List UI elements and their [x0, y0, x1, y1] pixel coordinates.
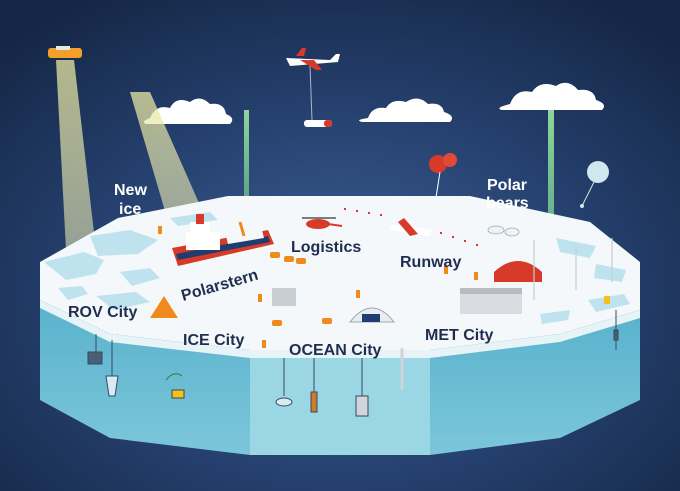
runway-markers [344, 208, 478, 246]
sensor-beam-middle [130, 92, 210, 228]
snowmobiles [270, 252, 332, 326]
clouds [143, 82, 604, 124]
runway-hangar [494, 261, 542, 282]
cloud-left [143, 98, 233, 124]
research-aircraft [286, 48, 340, 127]
ice-rim [40, 300, 640, 358]
lidar-beam-met [548, 110, 554, 300]
label-ocean-city: OCEAN City [289, 342, 382, 359]
label-polar-bears-line1: Polar [487, 177, 527, 194]
ice-city-hut [272, 288, 296, 306]
label-rov-city: ROV City [68, 304, 137, 321]
rov-city-tent [150, 296, 178, 318]
label-new-ice-line2: ice [119, 201, 141, 218]
helicopter [302, 217, 343, 229]
polarstern-ship [172, 214, 274, 266]
ocean-city-tent [348, 307, 396, 323]
cloud-center [359, 98, 452, 122]
label-logistics: Logistics [291, 239, 361, 256]
met-city-container [460, 288, 522, 314]
underwater-instruments [87, 310, 619, 417]
cloud-right [499, 82, 604, 110]
tethered-balloon [580, 161, 609, 208]
survey-aircraft-left [48, 46, 82, 58]
researchers [158, 226, 610, 348]
lidar-beam-ship [244, 110, 249, 222]
met-masts [533, 238, 613, 300]
ocean-side-left [40, 300, 250, 455]
label-met-city: MET City [425, 327, 494, 344]
label-new-ice-line1: New [114, 182, 147, 199]
runway-aircraft [390, 218, 432, 236]
sensor-beam-left [56, 60, 96, 250]
label-ice-city: ICE City [183, 332, 244, 349]
label-runway: Runway [400, 254, 461, 271]
label-polar-bears-line2: bears [486, 195, 529, 212]
polar-bears [487, 225, 520, 237]
